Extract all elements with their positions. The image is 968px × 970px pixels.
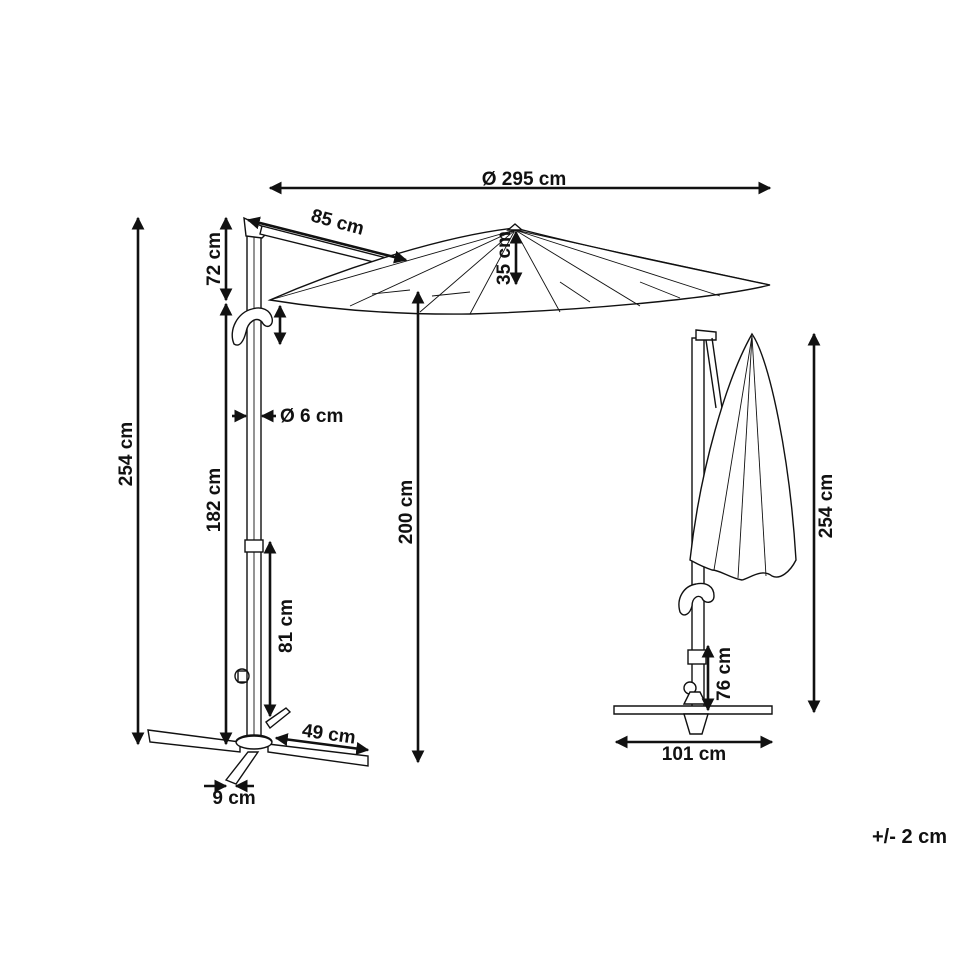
label-base-length: 101 cm <box>662 744 726 765</box>
dim-base-length: 101 cm <box>614 735 774 765</box>
dim-pole-diameter: Ø 6 cm <box>232 406 343 427</box>
label-base-width: 9 cm <box>212 788 255 809</box>
tolerance-note: +/- 2 cm <box>872 826 948 848</box>
arm-slider-hook <box>231 307 274 346</box>
label-crank-height: 81 cm <box>276 599 297 653</box>
dim-lower-section: 182 cm <box>204 302 233 746</box>
label-folded-crank: 76 cm <box>714 647 735 701</box>
label-pole-diameter: Ø 6 cm <box>280 406 343 427</box>
label-arm-length: 85 cm <box>309 206 366 240</box>
label-base-arm: 49 cm <box>301 720 357 748</box>
dim-top-section: 72 cm <box>204 216 233 302</box>
folded-cross-base <box>613 691 773 735</box>
dim-canopy-diameter: Ø 295 cm <box>268 169 772 195</box>
open-umbrella-drawing <box>147 216 771 785</box>
dim-clearance: 200 cm <box>396 290 425 764</box>
label-folded-height: 254 cm <box>816 474 837 538</box>
cross-base <box>147 707 369 785</box>
dim-crank-height: 81 cm <box>263 540 297 718</box>
folded-umbrella-drawing <box>613 329 797 735</box>
label-canopy-height: 35 cm <box>494 231 515 285</box>
label-total-height: 254 cm <box>116 422 137 486</box>
canopy-open <box>267 227 771 315</box>
label-top-section: 72 cm <box>204 232 225 286</box>
canopy-folded <box>689 332 797 581</box>
folded-hook <box>678 582 715 616</box>
mast-joint <box>244 539 264 553</box>
label-lower-section: 182 cm <box>204 468 225 532</box>
dim-folded-crank: 76 cm <box>701 644 735 712</box>
dim-total-height: 254 cm <box>116 216 145 746</box>
dim-base-width: 9 cm <box>204 779 256 809</box>
label-clearance: 200 cm <box>396 480 417 544</box>
dim-canopy-height: 35 cm <box>494 230 523 286</box>
dim-base-arm: 49 cm <box>274 720 370 755</box>
dim-folded-height: 254 cm <box>807 332 837 714</box>
label-canopy-diameter: Ø 295 cm <box>482 169 567 190</box>
